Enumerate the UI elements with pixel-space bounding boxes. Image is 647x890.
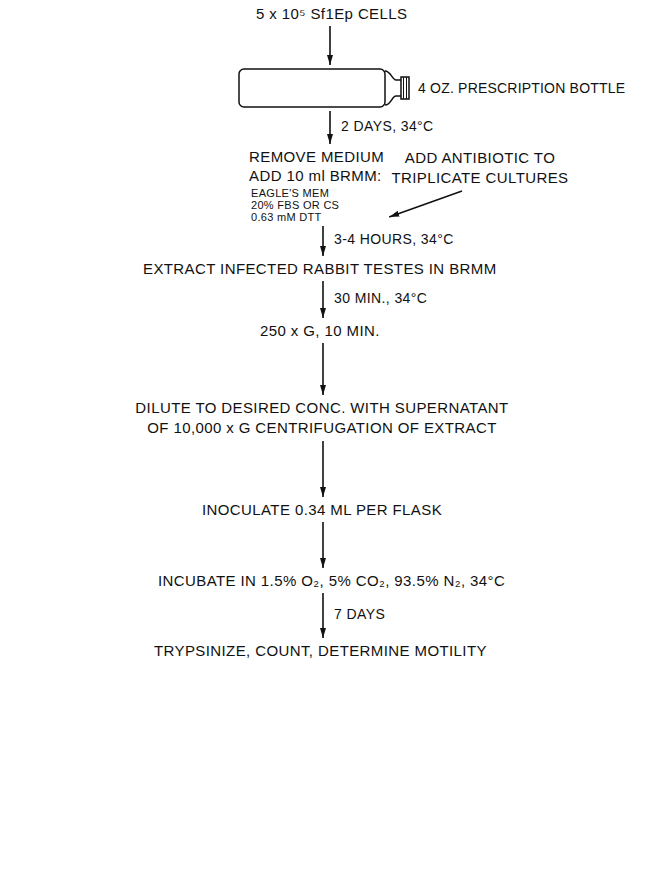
process-step: DILUTE TO DESIRED CONC. WITH SUPERNATANT…: [134, 398, 510, 438]
step-text: TRYPSINIZE, COUNT, DETERMINE MOTILITY: [154, 641, 487, 660]
bottle-step: 4 OZ. PRESCRIPTION BOTTLE: [238, 68, 625, 108]
step-text: ADD 10 ml BRMM:: [249, 166, 384, 185]
bottle-cap: [401, 77, 409, 99]
duration-label: 30 MIN., 34°C: [332, 289, 429, 307]
flow-arrow: [322, 226, 324, 256]
step-text: DILUTE TO DESIRED CONC. WITH SUPERNATANT…: [134, 398, 510, 438]
step-text: INOCULATE 0.34 ML PER FLASK: [202, 500, 442, 519]
flow-arrow: [322, 343, 324, 395]
flow-arrow: [322, 281, 324, 318]
cap-thread: [404, 77, 407, 99]
step-text: INCUBATE IN 1.5% O₂, 5% CO₂, 93.5% N₂, 3…: [158, 571, 505, 590]
duration-label: 3-4 HOURS, 34°C: [332, 230, 456, 248]
medium-step: REMOVE MEDIUMADD 10 ml BRMM: EAGLE'S MEM2…: [249, 147, 384, 223]
process-step: EXTRACT INFECTED RABBIT TESTES IN BRMM: [143, 259, 497, 278]
duration-label: 7 DAYS: [332, 605, 387, 623]
process-step: INOCULATE 0.34 ML PER FLASK: [202, 500, 442, 519]
step-text: REMOVE MEDIUM: [249, 147, 384, 166]
antibiotic-note: ADD ANTIBIOTIC TO TRIPLICATE CULTURES: [390, 148, 570, 188]
medium-component: EAGLE'S MEM: [249, 187, 384, 199]
end-step: TRYPSINIZE, COUNT, DETERMINE MOTILITY: [154, 641, 487, 660]
flow-arrow: [329, 111, 331, 144]
flow-arrow: [329, 26, 331, 65]
process-step: INCUBATE IN 1.5% O₂, 5% CO₂, 93.5% N₂, 3…: [158, 571, 505, 590]
process-step: 250 x G, 10 MIN.: [260, 321, 380, 340]
flow-arrow: [322, 593, 324, 638]
step-text: EXTRACT INFECTED RABBIT TESTES IN BRMM: [143, 259, 497, 278]
start-step: 5 x 10⁵ Sf1Ep CELLS: [256, 4, 407, 23]
bottle-body: [239, 69, 385, 107]
note-text: ADD ANTIBIOTIC TO TRIPLICATE CULTURES: [390, 148, 570, 188]
step-text: 250 x G, 10 MIN.: [260, 321, 380, 340]
duration-label: 2 DAYS, 34°C: [339, 117, 436, 135]
step-text: 5 x 10⁵ Sf1Ep CELLS: [256, 4, 407, 23]
medium-component: 20% FBS OR CS: [249, 199, 384, 211]
flow-arrow: [322, 441, 324, 497]
bottle-drawing: [238, 68, 410, 108]
bottle-shoulder: [385, 71, 401, 105]
medium-component: 0.63 mM DTT: [249, 211, 384, 223]
bottle-label: 4 OZ. PRESCRIPTION BOTTLE: [418, 79, 625, 98]
flow-arrow: [322, 522, 324, 568]
flow-arrow: [389, 191, 462, 217]
